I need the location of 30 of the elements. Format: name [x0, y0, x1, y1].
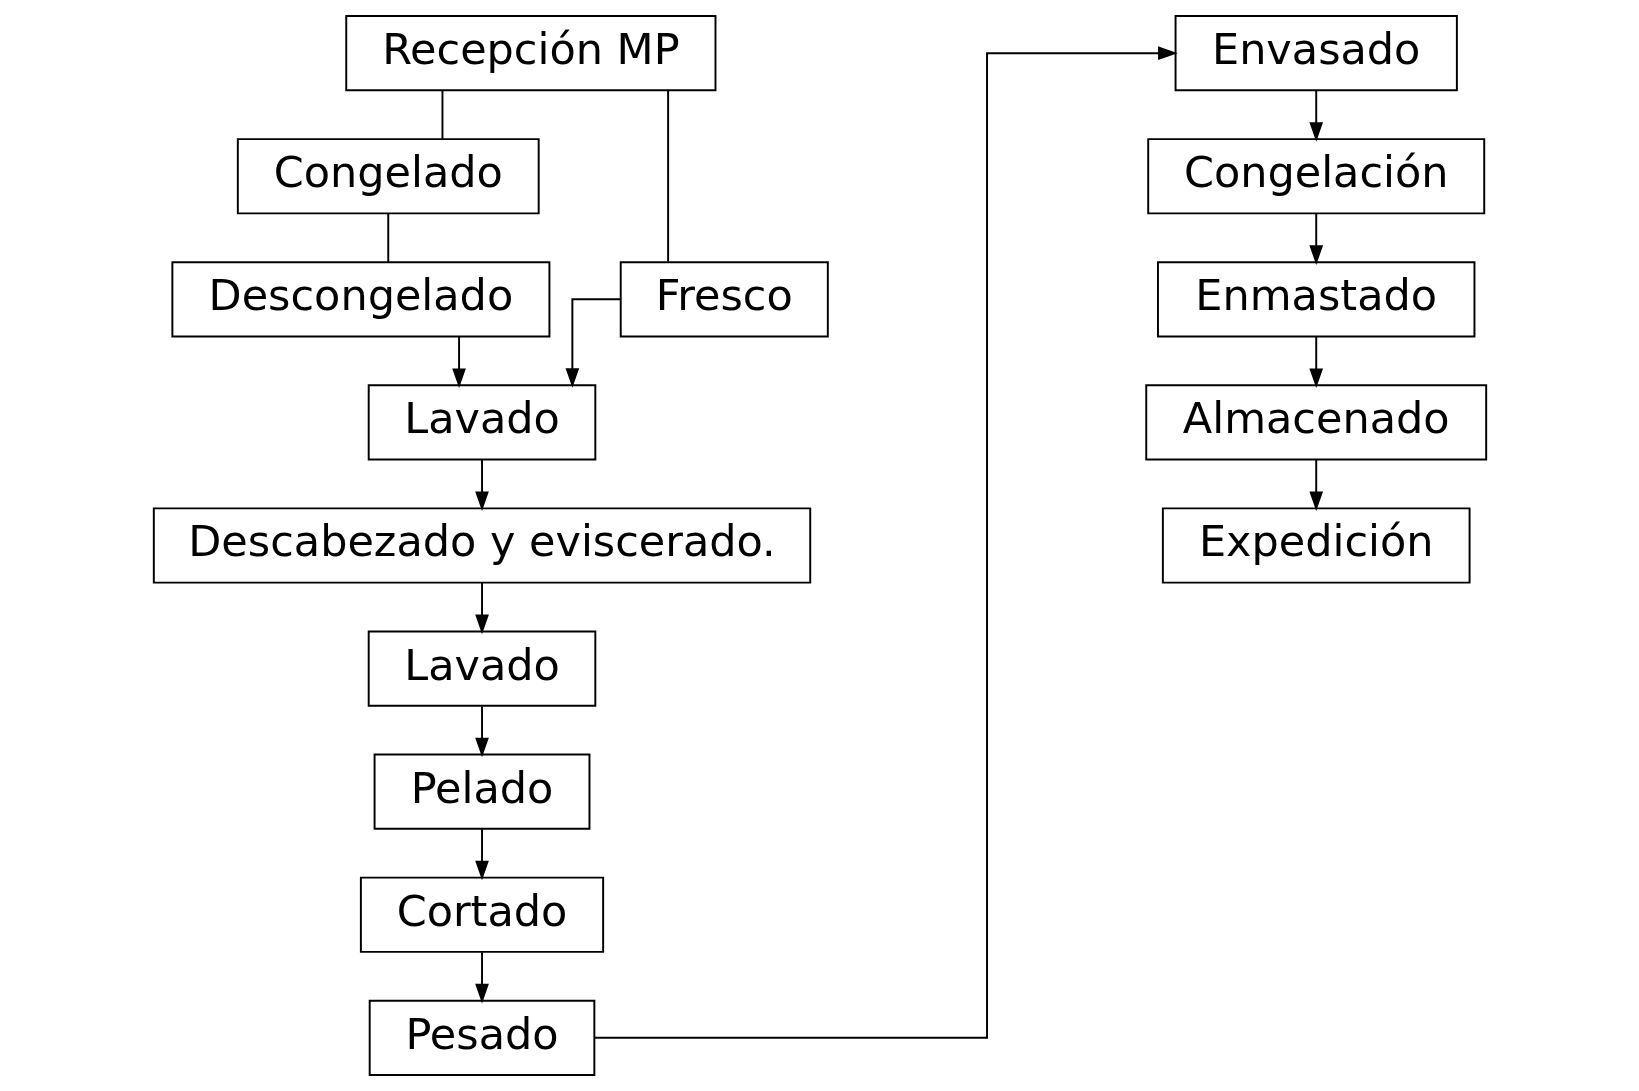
arrow: [474, 951, 489, 1004]
arrow: [565, 298, 621, 388]
arrow: [451, 335, 466, 388]
arrow: [474, 582, 489, 635]
node-box: Expedición: [1161, 507, 1471, 584]
connector: [441, 89, 443, 140]
arrow: [593, 46, 1178, 1039]
node-box: Cortado: [359, 876, 604, 953]
arrow: [1308, 212, 1323, 265]
node-box: Recepción MP: [344, 15, 716, 92]
node-box: Lavado: [367, 630, 596, 707]
node-box: Almacenado: [1144, 384, 1487, 461]
node-box: Congelación: [1146, 138, 1485, 215]
node-box: Fresco: [619, 261, 829, 338]
node-box: Descongelado: [170, 261, 550, 338]
node-box: Congelado: [236, 138, 540, 215]
node-box: Descabezado y eviscerado.: [152, 507, 811, 584]
node-box: Envasado: [1174, 15, 1458, 92]
arrow: [474, 705, 489, 758]
node-box: Lavado: [367, 384, 596, 461]
arrow: [1308, 89, 1323, 142]
connector: [386, 212, 389, 263]
node-box: Enmastado: [1156, 261, 1475, 338]
node-box: Pelado: [373, 753, 590, 830]
arrow: [1308, 335, 1323, 388]
arrow: [1308, 459, 1323, 512]
arrow: [474, 828, 489, 881]
node-box: Pesado: [368, 999, 595, 1076]
arrow: [474, 459, 489, 512]
connector: [666, 89, 669, 263]
